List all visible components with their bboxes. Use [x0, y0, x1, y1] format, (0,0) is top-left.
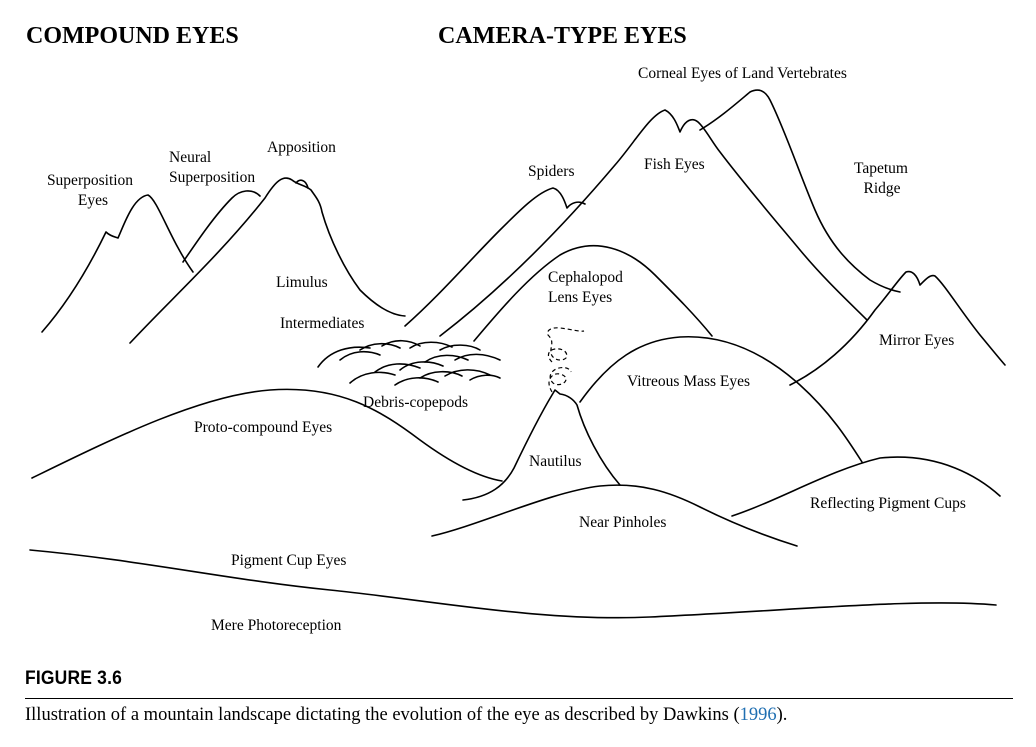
- ridge-near-pinholes: [431, 484, 798, 547]
- label-pigment-cup-eyes: Pigment Cup Eyes: [231, 552, 346, 569]
- ridge-superposition-eyes: [41, 194, 194, 333]
- label-neural-line1: Neural: [169, 149, 211, 166]
- heading-camera-type-eyes: CAMERA-TYPE EYES: [438, 23, 687, 49]
- ridge-mirror-eyes: [789, 270, 1006, 386]
- ridge-apposition-knob: [295, 179, 309, 189]
- label-cephalopod-line1: Cephalopod: [548, 269, 623, 286]
- label-mere-photoreception: Mere Photoreception: [211, 617, 342, 634]
- ridge-corneal-land-vertebrates: [699, 89, 901, 293]
- heading-compound-eyes: COMPOUND EYES: [26, 23, 239, 49]
- ridge-cephalopod-lens-eyes: [473, 245, 713, 342]
- ridge-nautilus: [462, 389, 621, 501]
- label-corneal: Corneal Eyes of Land Vertebrates: [638, 65, 847, 82]
- label-nautilus: Nautilus: [529, 453, 582, 470]
- ridge-fish-eyes: [439, 109, 868, 337]
- label-superposition-line1: Superposition: [47, 172, 133, 189]
- mountain-landscape: [29, 89, 1006, 619]
- ridge-pigment-cup-eyes: [29, 549, 997, 619]
- ridge-vitreous-mass-eyes: [579, 335, 863, 463]
- label-proto-compound: Proto-compound Eyes: [194, 419, 332, 436]
- citation-link[interactable]: 1996: [739, 705, 777, 725]
- ridge-proto-compound: [31, 388, 503, 482]
- label-fish-eyes: Fish Eyes: [644, 156, 705, 173]
- label-superposition-line2: Eyes: [78, 192, 108, 209]
- eye-evolution-landscape-diagram: COMPOUND EYES CAMERA-TYPE EYES: [26, 23, 1006, 634]
- label-limulus: Limulus: [276, 274, 328, 291]
- label-tapetum-line2: Ridge: [863, 180, 900, 197]
- label-cephalopod-line2: Lens Eyes: [548, 289, 612, 306]
- figure-caption: Illustration of a mountain landscape dic…: [25, 705, 787, 726]
- caption-end: ).: [776, 705, 788, 725]
- landscape-labels: Superposition Eyes Neural Superposition …: [47, 65, 966, 634]
- figure-number: FIGURE 3.6: [25, 668, 123, 689]
- ridge-reflecting-pigment-cups: [731, 456, 1001, 517]
- label-debris-copepods: Debris-copepods: [363, 394, 468, 411]
- ridge-neural-superposition: [182, 190, 261, 263]
- label-spiders: Spiders: [528, 163, 575, 180]
- label-mirror-eyes: Mirror Eyes: [879, 332, 954, 349]
- debris-copepods-scales: [317, 339, 501, 386]
- label-reflecting-pigment-cups: Reflecting Pigment Cups: [810, 495, 966, 512]
- ridge-spiders: [404, 187, 586, 327]
- caption-divider: [25, 698, 1013, 699]
- label-neural-line2: Superposition: [169, 169, 255, 186]
- label-near-pinholes: Near Pinholes: [579, 514, 666, 531]
- label-vitreous-mass: Vitreous Mass Eyes: [627, 373, 750, 390]
- label-intermediates: Intermediates: [280, 315, 364, 332]
- dashed-ascent-path: [547, 327, 585, 393]
- label-tapetum-line1: Tapetum: [854, 160, 908, 177]
- label-apposition: Apposition: [267, 139, 336, 156]
- caption-text: Illustration of a mountain landscape dic…: [25, 705, 740, 725]
